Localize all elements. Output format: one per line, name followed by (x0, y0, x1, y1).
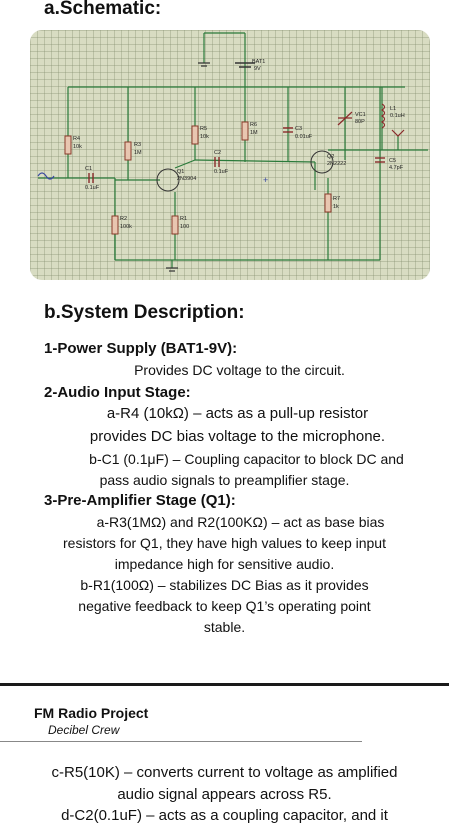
continued-line-2: audio signal appears across R5. (117, 786, 332, 803)
label-bat1: BAT1 (252, 59, 265, 65)
label-r1-val: 100 (180, 224, 189, 230)
label-r5: R5 (200, 126, 207, 132)
label-c2: C2 (214, 150, 221, 156)
label-q2: Q2 (327, 154, 334, 160)
label-r2: R2 (120, 216, 127, 222)
section-preamp-line-1: a-R3(1MΩ) and R2(100KΩ) – act as base bi… (96, 514, 385, 530)
section-audio-line-1: a-R4 (10kΩ) – acts as a pull-up resistor (106, 405, 369, 422)
section-preamp-title: 3-Pre-Amplifier Stage (Q1): (44, 492, 236, 509)
section-power-title: 1-Power Supply (BAT1-9V): (44, 340, 238, 357)
label-bat1-val: 9V (254, 66, 261, 72)
label-r3: R3 (134, 142, 141, 148)
footer-rule (0, 741, 362, 742)
label-r6: R6 (250, 122, 257, 128)
svg-text:+: + (263, 175, 268, 185)
label-l1-val: 0.1uH (390, 113, 405, 119)
section-audio-title: 2-Audio Input Stage: (44, 384, 191, 401)
schematic-image: + BAT1 9V R4 10k R3 1M R5 10k R6 1M C3 0… (30, 30, 430, 280)
label-r5-val: 10k (200, 134, 209, 140)
label-r6-val: 1M (250, 130, 258, 136)
footer-project-title: FM Radio Project (34, 705, 149, 721)
label-r7-val: 1k (333, 204, 339, 210)
label-r4-val: 10k (73, 144, 82, 150)
label-q1-val: 2N3904 (177, 176, 196, 182)
label-q1: Q1 (177, 169, 184, 175)
section-audio-line-4: pass audio signals to preamplifier stage… (99, 472, 350, 488)
section-preamp-line-3: impedance high for sensitive audio. (114, 556, 335, 572)
section-preamp-line-2: resistors for Q1, they have high values … (63, 535, 386, 551)
label-vc1: VC1 (355, 112, 366, 118)
section-preamp-line-5: negative feedback to keep Q1’s operating… (78, 598, 371, 614)
section-audio-line-3: b-C1 (0.1μF) – Coupling capacitor to blo… (89, 451, 404, 467)
label-r1: R1 (180, 216, 187, 222)
continued-line-1: c-R5(10K) – converts current to voltage … (51, 764, 398, 781)
circuit-diagram: + BAT1 9V R4 10k R3 1M R5 10k R6 1M C3 0… (37, 32, 428, 272)
label-c5-val: 4.7pF (389, 165, 404, 171)
footer-team-name: Decibel Crew (48, 723, 120, 737)
label-r4: R4 (73, 136, 80, 142)
label-r3-val: 1M (134, 150, 142, 156)
label-c5: C5 (389, 158, 396, 164)
continued-line-3: d-C2(0.1uF) – acts as a coupling capacit… (61, 807, 388, 824)
section-preamp-line-6: stable. (203, 619, 246, 635)
section-power-text: Provides DC voltage to the circuit. (134, 362, 345, 378)
label-r2-val: 100k (120, 224, 132, 230)
label-vc1-val: 80P (355, 119, 365, 125)
section-preamp-line-4: b-R1(100Ω) – stabilizes DC Bias as it pr… (80, 577, 369, 593)
label-c3: C3 (295, 126, 302, 132)
label-r7: R7 (333, 196, 340, 202)
label-c3-val: 0.01uF (295, 134, 313, 140)
section-audio-line-2: provides DC bias voltage to the micropho… (89, 428, 386, 445)
label-l1: L1 (390, 106, 396, 112)
page-divider-bar (0, 683, 449, 686)
description-heading: b.System Description: (44, 302, 245, 323)
label-c1: C1 (85, 166, 92, 172)
schematic-heading: a.Schematic: (44, 0, 162, 19)
label-c1-val: 0.1uF (85, 185, 100, 191)
label-q2-val: 2N2222 (327, 161, 346, 167)
label-c2-val: 0.1uF (214, 169, 229, 175)
